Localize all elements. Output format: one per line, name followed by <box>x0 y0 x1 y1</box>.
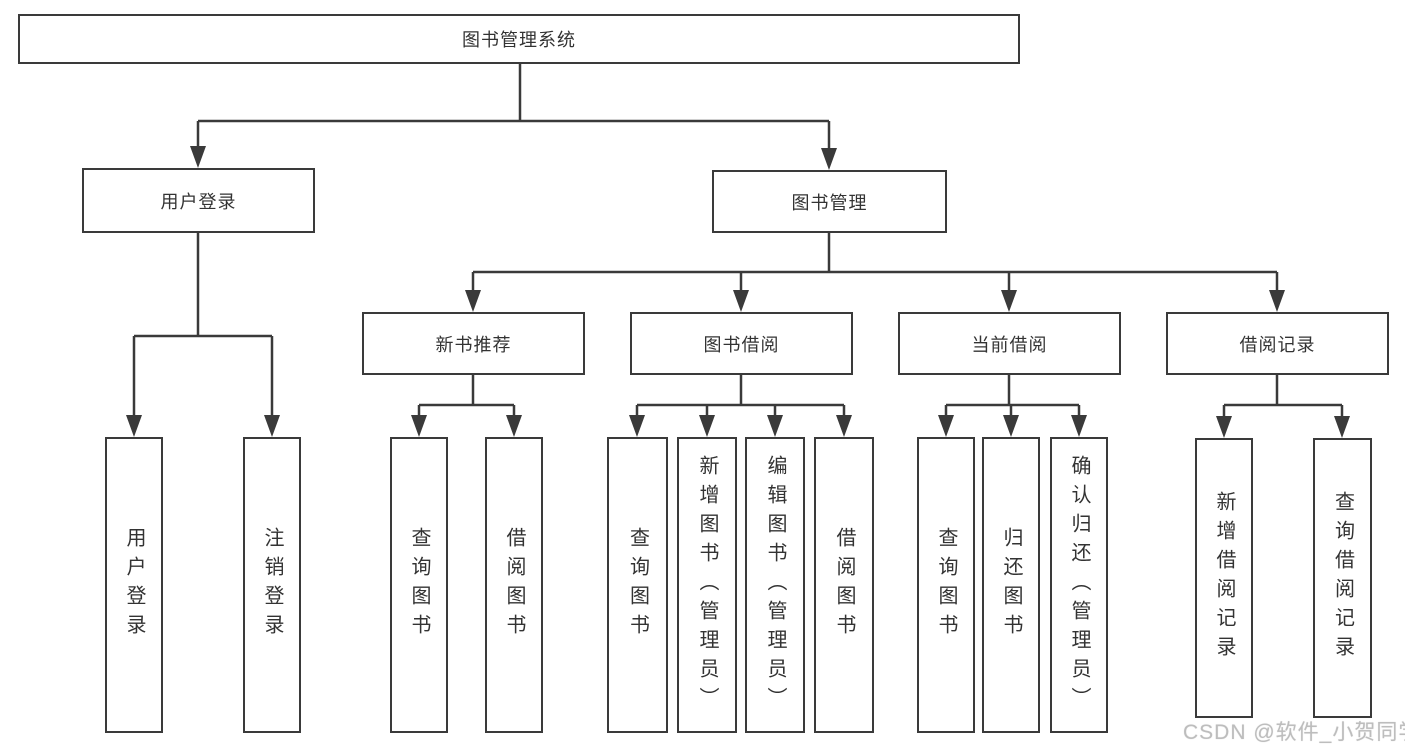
leaf-current-confirm-return-admin: 确认归还（管理员） <box>1050 437 1108 733</box>
leaf-newrec-query-books: 查询图书 <box>390 437 448 733</box>
node-book-management: 图书管理 <box>712 170 947 233</box>
leaf-logout: 注销登录 <box>243 437 301 733</box>
watermark: CSDN @软件_小贺同学 <box>1183 721 1405 744</box>
leaf-user-login: 用户登录 <box>105 437 163 733</box>
leaf-current-query-books: 查询图书 <box>917 437 975 733</box>
leaf-borrow-query-books: 查询图书 <box>607 437 668 733</box>
arrowheads <box>126 146 1350 438</box>
node-new-book-recommend: 新书推荐 <box>362 312 585 375</box>
leaf-borrow-edit-book-admin: 编辑图书（管理员） <box>745 437 805 733</box>
leaf-newrec-borrow-books: 借阅图书 <box>485 437 543 733</box>
leaf-records-query-record: 查询借阅记录 <box>1313 438 1372 718</box>
leaf-borrow-borrow-books: 借阅图书 <box>814 437 874 733</box>
leaf-records-add-record: 新增借阅记录 <box>1195 438 1253 718</box>
leaf-borrow-add-book-admin: 新增图书（管理员） <box>677 437 737 733</box>
node-root: 图书管理系统 <box>18 14 1020 64</box>
node-borrowing-records: 借阅记录 <box>1166 312 1389 375</box>
connector-shafts <box>132 64 1344 420</box>
leaf-current-return-book: 归还图书 <box>982 437 1040 733</box>
node-user-login: 用户登录 <box>82 168 315 233</box>
node-book-borrowing: 图书借阅 <box>630 312 853 375</box>
node-current-borrowing: 当前借阅 <box>898 312 1121 375</box>
